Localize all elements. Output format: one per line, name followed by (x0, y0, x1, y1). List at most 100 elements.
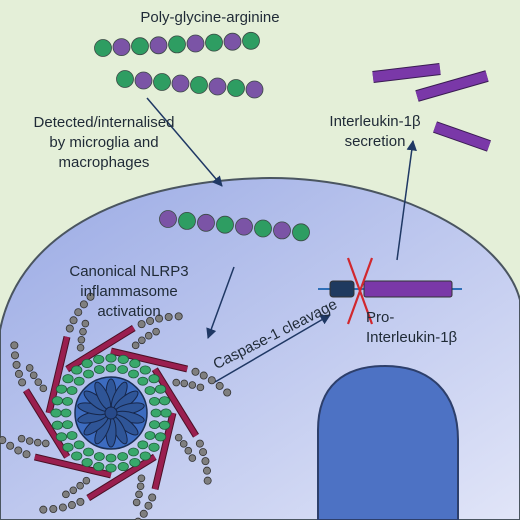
caspase-bead (10, 341, 19, 350)
nlrp3-center (104, 406, 118, 420)
nlrp3-ring-bead (128, 447, 139, 457)
caspase-bead (203, 476, 212, 485)
caspase-bead (136, 482, 145, 491)
caspase-bead (174, 433, 183, 442)
nlrp3-ring-bead (160, 408, 172, 418)
asc-filament (152, 367, 199, 438)
peptide-title-label: Poly-glycine-arginine (110, 8, 310, 28)
asc-filament (34, 454, 112, 478)
cytokine-bar-icon (433, 122, 491, 151)
caspase-bead (81, 319, 90, 328)
caspase-bead (188, 454, 197, 462)
arrow-activation (206, 266, 235, 339)
nlrp3-ring-bead (55, 432, 68, 442)
caspase-bead (58, 503, 67, 512)
caspase-bead (196, 383, 205, 392)
caspase-bead (215, 381, 224, 390)
nlrp3-ring-bead (71, 365, 83, 375)
caspase-bead (6, 441, 15, 450)
asc-filament (23, 388, 70, 459)
caspase-bead (144, 501, 153, 510)
caspase-bead (14, 369, 23, 378)
bead-chain-icon (94, 31, 260, 57)
arginine-bead (223, 32, 242, 51)
caspase-bead (10, 351, 19, 360)
caspase-bead (39, 505, 48, 514)
mature-il1b-group (372, 63, 491, 152)
pro-il1b-label: Pro- Interleukin-1β (366, 308, 486, 348)
nlrp3-ring-bead (117, 365, 129, 374)
caspase-bead (132, 498, 141, 507)
pro-il1b-mature-domain (363, 280, 453, 298)
caspase-bead (180, 379, 189, 388)
caspase-bead (12, 360, 21, 369)
nlrp3-ring-bead (93, 452, 105, 461)
caspase-bead (22, 450, 31, 459)
caspase-bead (201, 457, 210, 466)
pro-il1b-line-2: Interleukin-1β (366, 329, 458, 346)
caspase-bead (18, 378, 27, 387)
caspase-bead (199, 371, 208, 380)
nlrp3-ring-bead (117, 462, 129, 472)
peptide-title: Poly-glycine-arginine (140, 9, 280, 26)
nlrp3-ring-bead (81, 457, 93, 468)
caspase-bead (172, 378, 181, 387)
nlrp3-ring-bead (51, 396, 63, 406)
cleavage-x-icon (346, 257, 374, 325)
caspase-bead (76, 343, 85, 352)
caspase-bead (184, 446, 193, 455)
nlrp3-ring-bead (60, 408, 72, 418)
nlrp3-ring-bead (105, 463, 117, 473)
caspase-bead (62, 490, 70, 499)
nlrp3-ring-bead (159, 420, 171, 430)
nlrp3-ring-bead (55, 384, 68, 394)
glycine-bead (292, 223, 310, 242)
activation-label: Canonical NLRP3 inflammasome activation (34, 262, 224, 322)
caspase-bead (82, 476, 91, 485)
caspase-bead (148, 493, 157, 502)
glycine-bead (178, 211, 196, 230)
caspase-bead (146, 316, 155, 325)
nlrp3-ring-bead (129, 457, 141, 468)
glycine-bead (242, 31, 260, 50)
caspase-bead (188, 381, 197, 389)
nlrp3-ring-bead (62, 396, 73, 406)
arginine-bead (186, 34, 205, 53)
caspase-bead (77, 335, 86, 344)
nlrp3-ring-bead (83, 369, 94, 379)
nlrp3-ring-bead (50, 408, 62, 418)
caspase-bead (137, 320, 146, 329)
nlrp3-ring-bead (62, 374, 74, 384)
glycine-bead (190, 76, 208, 94)
nlrp3-ring-bead (81, 358, 93, 369)
caspase-bead (79, 300, 88, 309)
nlrp3-ring-bead (51, 420, 63, 430)
caspase-bead (139, 509, 148, 518)
nlrp3-ring-bead (93, 462, 105, 472)
nlrp3-ring-bead (117, 354, 129, 364)
caspase-bead (195, 439, 204, 448)
caspase-bead (223, 388, 232, 397)
nlrp3-ring-bead (148, 374, 160, 384)
nlrp3-ring-bead (73, 440, 85, 450)
nlrp3-ring-bead (73, 376, 85, 386)
arginine-bead (171, 74, 190, 93)
asc-filament (86, 454, 157, 501)
pro-il1b-prodomain (329, 280, 355, 298)
nucleus-icon (317, 364, 459, 520)
nlrp3-ring-bead (137, 440, 149, 450)
bead-chain-icon (116, 70, 264, 99)
nlrp3-ring-bead (62, 442, 74, 452)
nlrp3-ring-bead (66, 431, 78, 440)
caspase-bead (25, 437, 34, 445)
caspase-bead (49, 505, 58, 514)
secretion-line-2: secretion (344, 133, 406, 150)
caspase-bead (69, 316, 78, 325)
nlrp3-ring-bead (71, 451, 83, 461)
nlrp3-ring-bead (93, 365, 105, 374)
caspase-bead (191, 367, 200, 376)
activation-line-3: activation (97, 303, 161, 320)
nlrp3-ring-bead (129, 358, 141, 369)
glycine-bead (254, 219, 272, 238)
